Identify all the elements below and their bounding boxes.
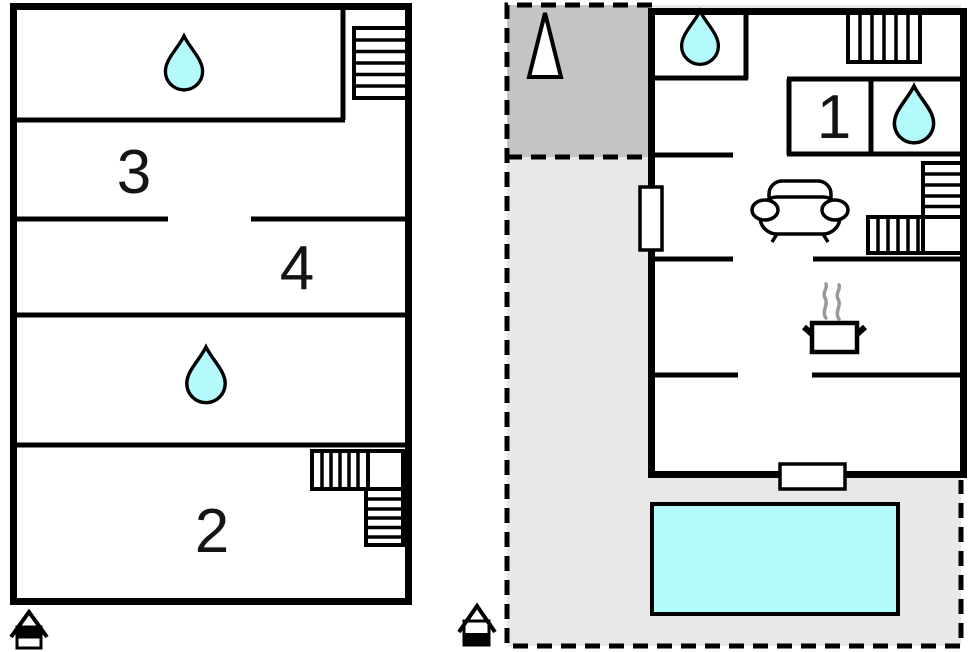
ground-floor-interior-walls: [648, 8, 963, 378]
upper-l-staircase-icon: [310, 449, 405, 547]
room-label-3: 3: [117, 138, 151, 207]
room-label-1: 1: [817, 83, 851, 152]
room-label-2: 2: [195, 497, 229, 566]
entrance-door: [778, 462, 847, 491]
ground-l-staircase-icon: [866, 161, 964, 255]
upper-floor-plan: 3 4 2: [9, 3, 412, 650]
ground-floor-level-icon: [457, 602, 497, 647]
covered-terrace-area: [507, 5, 650, 157]
tree-icon: [526, 12, 564, 79]
swimming-pool: [650, 502, 900, 616]
upper-staircase-icon: [352, 26, 409, 100]
stove-icon: [801, 282, 868, 355]
sofa-icon: [750, 179, 850, 243]
window-left-wall: [638, 185, 664, 252]
upper-floor-level-icon: [9, 608, 49, 650]
ground-floor-plan: 1: [457, 2, 967, 649]
plot-boundary-dashed: [504, 2, 964, 649]
room-label-4: 4: [280, 234, 314, 303]
ground-staircase-icon: [846, 11, 922, 64]
upper-floor-interior-walls: [10, 5, 412, 448]
